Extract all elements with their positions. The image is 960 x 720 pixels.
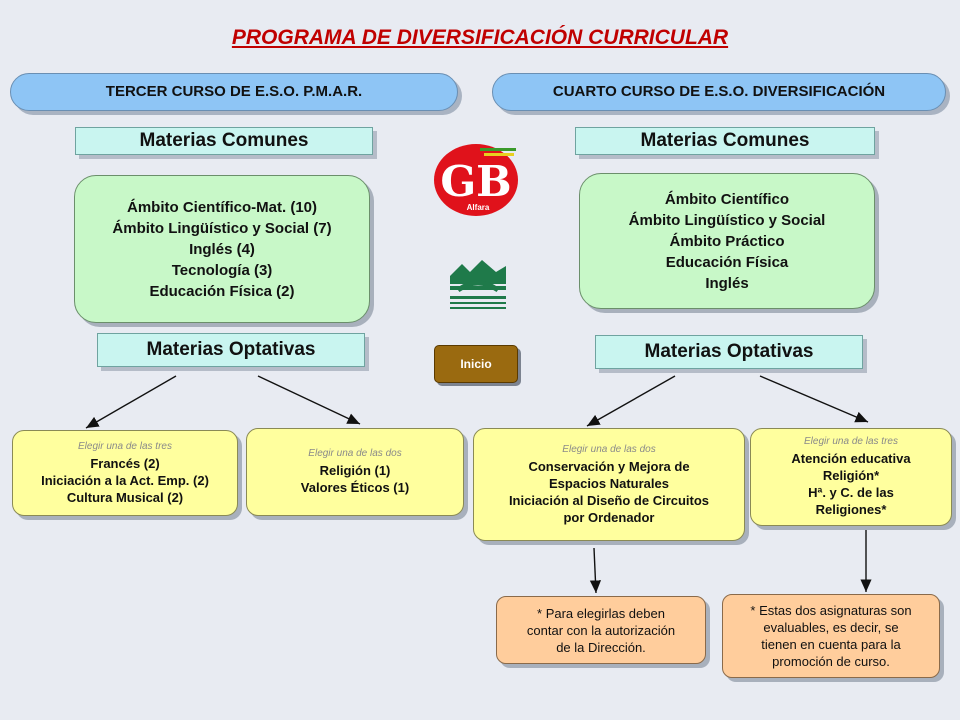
right-comunes-box: Ámbito Científico Ámbito Lingüístico y S… — [579, 173, 875, 309]
subject: Cultura Musical (2) — [66, 489, 184, 505]
subject: Ámbito Lingüístico y Social — [628, 211, 826, 229]
left-course-header: TERCER CURSO DE E.S.O. P.M.A.R. — [10, 73, 458, 111]
subject: Francés (2) — [90, 455, 160, 471]
arrow — [257, 375, 361, 425]
school-logo: GB Alfara — [434, 144, 518, 216]
note-line: de la Dirección. — [556, 639, 646, 655]
note-evaluables: * Estas dos asignaturas son evaluables, … — [722, 594, 940, 678]
left-optativas-b: Elegir una de las dos Religión (1) Valor… — [246, 428, 464, 516]
logo-letters: GB — [440, 157, 511, 206]
choice-hint: Elegir una de las dos — [308, 448, 402, 459]
subject: Valores Éticos (1) — [300, 480, 410, 495]
mountain-emblem-icon — [450, 260, 506, 309]
note-line: evaluables, es decir, se — [763, 620, 899, 635]
left-comunes-box: Ámbito Científico-Mat. (10) Ámbito Lingü… — [74, 175, 370, 323]
right-optativas-title: Materias Optativas — [595, 335, 863, 369]
subject: Inglés — [705, 274, 749, 292]
subject: Ámbito Científico — [664, 190, 790, 208]
subject: Educación Física (2) — [149, 282, 295, 300]
subject: Ámbito Científico-Mat. (10) — [127, 198, 317, 216]
choice-hint: Elegir una de las tres — [78, 440, 172, 452]
left-optativas-title: Materias Optativas — [97, 333, 365, 367]
subject: Hª. y C. de las — [808, 485, 894, 500]
choice-hint: Elegir una de las tres — [804, 436, 898, 447]
right-optativas-b: Elegir una de las tres Atención educativ… — [750, 428, 952, 526]
subject: por Ordenador — [563, 509, 655, 525]
right-course-header: CUARTO CURSO DE E.S.O. DIVERSIFICACIÓN — [492, 73, 946, 111]
right-comunes-title: Materias Comunes — [575, 127, 875, 155]
subject: Conservación y Mejora de — [528, 458, 690, 474]
left-optativas-a: Elegir una de las tres Francés (2) Inici… — [12, 430, 238, 516]
subject: Religión (1) — [319, 463, 391, 478]
subject: Iniciación a la Act. Emp. (2) — [41, 472, 209, 488]
note-line: * Para elegirlas deben — [537, 605, 665, 621]
subject: Religiones* — [815, 502, 887, 517]
arrow — [586, 375, 676, 427]
inicio-button[interactable]: Inicio — [434, 345, 518, 383]
subject: Ámbito Práctico — [669, 232, 785, 250]
right-optativas-a: Elegir una de las dos Conservación y Mej… — [473, 428, 745, 541]
note-line: contar con la autorización — [526, 622, 676, 638]
subject: Tecnología (3) — [171, 261, 273, 279]
subject: Atención educativa — [791, 451, 911, 466]
subject: Iniciación al Diseño de Circuitos — [508, 492, 710, 508]
note-line: tienen en cuenta para la — [761, 637, 901, 652]
note-authorization: * Para elegirlas deben contar con la aut… — [496, 596, 706, 664]
subject: Religión* — [822, 468, 880, 483]
note-line: * Estas dos asignaturas son — [750, 603, 912, 618]
subject: Inglés (4) — [189, 240, 255, 258]
subject: Educación Física — [665, 253, 789, 271]
choice-hint: Elegir una de las dos — [562, 443, 656, 455]
logo-caption: Alfara — [467, 203, 490, 212]
page-title: PROGRAMA DE DIVERSIFICACIÓN CURRICULAR — [231, 26, 729, 49]
note-line: promoción de curso. — [772, 654, 890, 669]
subject: Espacios Naturales — [549, 475, 669, 491]
arrow — [85, 375, 177, 429]
left-comunes-title: Materias Comunes — [75, 127, 373, 155]
arrow — [759, 375, 869, 423]
arrow — [589, 547, 602, 594]
subject: Ámbito Lingüístico y Social (7) — [112, 219, 332, 237]
